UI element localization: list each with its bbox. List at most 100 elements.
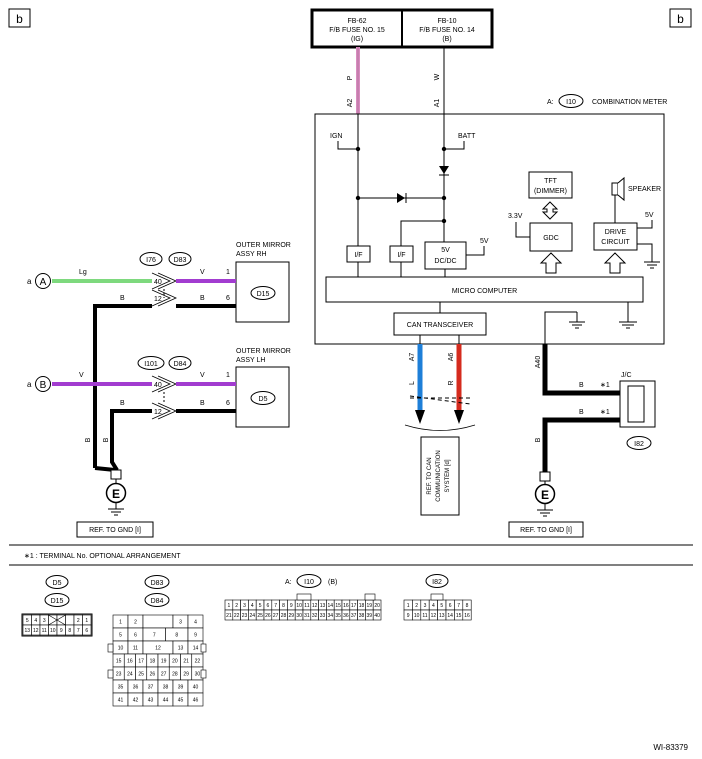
- pin-number: 6: [267, 603, 270, 609]
- pin-number: 16: [127, 659, 133, 665]
- pin-number: 39: [178, 685, 184, 691]
- pin-number: 12: [312, 603, 318, 609]
- mirror-lh-p40: 40: [154, 382, 162, 389]
- pin-number: 46: [193, 698, 199, 704]
- tft-label: TFT: [544, 178, 558, 185]
- jc-star-1: ∗1: [600, 382, 610, 389]
- pin-number: 20: [374, 603, 380, 609]
- jc-wire-b1: B: [579, 382, 584, 389]
- pin-number: 11: [422, 613, 427, 619]
- pin-number: 6: [134, 633, 137, 639]
- mirror-lh-line2: ASSY LH: [236, 357, 265, 364]
- pin-number: 2: [134, 620, 137, 626]
- combination-meter-box: [314, 113, 665, 345]
- dimmer-label: (DIMMER): [534, 188, 567, 195]
- pin-number: 31: [304, 613, 310, 619]
- mirror-rh-c2: D83: [174, 257, 187, 264]
- wire-v-b-label: V: [79, 372, 84, 379]
- pin-number: 9: [407, 613, 410, 619]
- wire-l-label: L: [409, 381, 416, 385]
- pin-number: 40: [374, 613, 380, 619]
- wire-lg-label: Lg: [79, 269, 87, 276]
- wire-w-label: W: [434, 73, 441, 80]
- pin-number: 14: [328, 603, 334, 609]
- wire-jc-gnd: [542, 417, 620, 472]
- pin-number: 5: [26, 618, 29, 624]
- pin-number: 8: [466, 603, 469, 609]
- pin-number: 22: [195, 659, 201, 665]
- pin-number: 2: [235, 603, 238, 609]
- pin-number: 13: [24, 628, 30, 634]
- pin-number: 9: [194, 633, 197, 639]
- pin-number: 41: [118, 698, 124, 704]
- pin-number: 28: [172, 672, 178, 678]
- pin-number: 8: [282, 603, 285, 609]
- meter-connector-ellipse: [558, 94, 584, 108]
- conn-i10: I10: [304, 579, 314, 586]
- pin-number: 7: [153, 633, 156, 639]
- mirror-rh-line2: ASSY RH: [236, 251, 267, 258]
- pin-number: 6: [85, 628, 88, 634]
- pin-number: 25: [257, 613, 263, 619]
- pin-number: 15: [456, 613, 462, 619]
- pin-number: 15: [116, 659, 122, 665]
- pin-number: 30: [195, 672, 201, 678]
- pin-number: 30: [296, 613, 302, 619]
- pin-a1: A1: [434, 99, 441, 108]
- conn-d83: D83: [151, 580, 164, 587]
- pin-number: 42: [133, 698, 139, 704]
- pin-number: 19: [367, 603, 373, 609]
- pin-number: 19: [161, 659, 167, 665]
- can-ref-line3: SYSTEM [d]: [445, 459, 451, 492]
- dcdc-line2: DC/DC: [434, 258, 456, 265]
- jc-conn: I82: [634, 441, 644, 448]
- pin-number: 1: [228, 603, 231, 609]
- ground-left-symbol: E: [112, 487, 120, 501]
- pin-a7: A7: [409, 353, 416, 362]
- pin-number: 25: [138, 672, 144, 678]
- mirror-lh-c2: D84: [174, 361, 187, 368]
- pin-number: 18: [359, 603, 365, 609]
- pin-number: 9: [60, 628, 63, 634]
- pin-number: 5: [259, 603, 262, 609]
- fuse-2-line1: FB-10: [437, 18, 456, 25]
- pin-number: 7: [77, 628, 80, 634]
- pin-number: 18: [150, 659, 156, 665]
- pin-number: 20: [172, 659, 178, 665]
- mirror-lh-c1: I101: [144, 361, 158, 368]
- drive-line2: CIRCUIT: [601, 239, 630, 246]
- wire-b-lh-gnd: [110, 409, 152, 472]
- pin-number: 4: [251, 603, 254, 609]
- up-arrow-gdc-icon: [539, 252, 563, 274]
- pin-number: 10: [118, 646, 124, 652]
- mirror-lh-conn: D5: [259, 396, 268, 403]
- pin-number: 15: [335, 603, 341, 609]
- v33-label: 3.3V: [508, 213, 523, 220]
- pin-number: 26: [265, 613, 271, 619]
- pin-a2: A2: [347, 99, 354, 108]
- pin-a6: A6: [448, 353, 455, 362]
- pin-number: 13: [439, 613, 445, 619]
- pin-number: 37: [351, 613, 357, 619]
- pin-number: 32: [312, 613, 318, 619]
- pin-number: 27: [161, 672, 167, 678]
- pin-a40: A40: [535, 356, 542, 369]
- if-1: I/F: [354, 252, 362, 259]
- figure-id: WI-83379: [653, 743, 688, 752]
- wire-b-rh-gnd: [93, 304, 152, 468]
- ign-label: IGN: [330, 133, 342, 140]
- pin-number: 17: [138, 659, 144, 665]
- pin-number: 21: [226, 613, 232, 619]
- pin-number: 7: [274, 603, 277, 609]
- fuse-1-line1: FB-62: [347, 18, 366, 25]
- can-transceiver-label: CAN TRANSCEIVER: [407, 322, 473, 329]
- pin-number: 5: [119, 633, 122, 639]
- pin-number: 33: [320, 613, 326, 619]
- speaker-label: SPEAKER: [628, 186, 661, 193]
- pin-number: 38: [359, 613, 365, 619]
- pin-number: 4: [432, 603, 435, 609]
- up-arrow-drive-icon: [603, 252, 627, 274]
- pin-number: 16: [343, 603, 349, 609]
